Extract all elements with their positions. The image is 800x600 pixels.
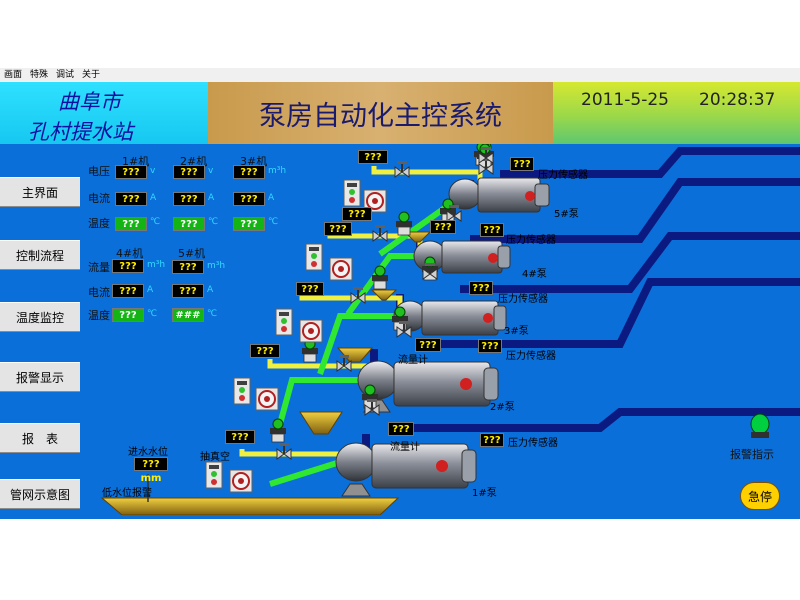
temperature-3-display: ???: [233, 217, 265, 231]
bottom-strip: [0, 515, 800, 519]
menu-item-about[interactable]: 关于: [82, 70, 101, 80]
voltage-3-display: ???: [233, 165, 265, 179]
temperature-unit: ℃: [208, 217, 219, 227]
menu-item-screen[interactable]: 画面: [4, 70, 23, 80]
station-name-panel: 曲阜市 孔村提水站: [0, 82, 208, 144]
temperature-1-display: ???: [115, 217, 147, 231]
flow-4-display: ???: [112, 259, 144, 273]
inlet-level-label: 进水水位: [128, 447, 168, 458]
date-display: 2011-5-25: [581, 90, 669, 110]
flow-5-display: ???: [172, 260, 204, 274]
current-unit: A: [268, 193, 275, 203]
temperature-unit: ℃: [147, 309, 158, 319]
pressure-5-display: ???: [510, 157, 534, 171]
label-temperature: 温度: [88, 217, 110, 230]
voltage-2-display: ???: [173, 165, 205, 179]
header-machine-1: 1#机: [122, 155, 150, 168]
process-diagram-graphics: [100, 144, 800, 515]
current-3-display: ???: [233, 192, 265, 206]
pump-4-label: 4#泵: [522, 269, 547, 280]
inlet-level-display: ??? mm: [134, 457, 168, 484]
pressure-sensor-2-label: 压力传感器: [506, 351, 556, 362]
pressure-1-display: ???: [480, 433, 504, 447]
current-5-display: ???: [172, 284, 204, 298]
current-unit: A: [150, 193, 157, 203]
pump-1-label: 1#泵: [472, 488, 497, 499]
pressure-2-display: ???: [478, 339, 502, 353]
flow-meter-4-display: ???: [430, 220, 456, 234]
current-unit: A: [207, 285, 214, 295]
flow-unit: m³h: [268, 166, 287, 176]
time-display: 20:28:37: [699, 90, 776, 110]
temperature-unit: ℃: [268, 217, 279, 227]
vacuum-label: 抽真空: [200, 452, 230, 463]
pump-3-label: 3#泵: [504, 326, 529, 337]
process-diagram: 1#机 2#机 3#机 电压 ??? v ??? v ??? m³h 电流 ??…: [80, 144, 800, 515]
vacuum-1-display: ???: [225, 430, 255, 444]
aux-display: ???: [342, 207, 372, 221]
header-machine-5: 5#机: [178, 247, 206, 260]
page-title: 泵房自动化主控系统: [208, 82, 553, 144]
station-name: 孔村提水站: [28, 120, 133, 144]
flow-meter-1-display: ???: [388, 422, 414, 436]
pump-5-label: 5#泵: [554, 209, 579, 220]
nav-control-flow-button[interactable]: 控制流程: [0, 240, 80, 270]
station-city: 曲阜市: [58, 90, 121, 114]
sidebar-nav: 主界面 控制流程 温度监控 报警显示 报 表 管网示意图: [0, 144, 80, 515]
flow-meter-label: 流量计: [390, 442, 420, 453]
alarm-indicator-label: 报警指示: [730, 448, 774, 461]
current-unit: A: [147, 285, 154, 295]
pressure-sensor-3-label: 压力传感器: [498, 294, 548, 305]
voltage-unit: v: [150, 166, 156, 176]
vacuum-4-display: ???: [324, 222, 352, 236]
current-unit: A: [208, 193, 215, 203]
nav-alarm-button[interactable]: 报警显示: [0, 362, 80, 392]
pressure-4-display: ???: [480, 223, 504, 237]
menu-item-special[interactable]: 特殊: [30, 70, 49, 80]
menu-item-debug[interactable]: 调试: [56, 70, 75, 80]
vacuum-2-display: ???: [250, 344, 280, 358]
voltage-1-display: ???: [115, 165, 147, 179]
header-machine-3: 3#机: [240, 155, 268, 168]
emergency-stop-button[interactable]: 急停: [740, 482, 780, 510]
header-machine-4: 4#机: [116, 247, 144, 260]
current-4-display: ???: [112, 284, 144, 298]
menu-bar: 画面特殊调试关于: [0, 68, 800, 82]
pressure-sensor-5-label: 压力传感器: [538, 170, 588, 181]
pressure-sensor-1-label: 压力传感器: [508, 438, 558, 449]
temperature-4-display: ???: [112, 308, 144, 322]
pressure-sensor-4-label: 压力传感器: [506, 235, 556, 246]
vacuum-5-display: ???: [358, 150, 388, 164]
flow-meter-2-display: ???: [415, 338, 441, 352]
clock-panel: 2011-5-25 20:28:37: [553, 82, 800, 144]
nav-main-button[interactable]: 主界面: [0, 177, 80, 207]
voltage-unit: v: [208, 166, 214, 176]
label-current: 电流: [88, 286, 110, 299]
label-flow: 流量: [88, 261, 110, 274]
nav-temperature-button[interactable]: 温度监控: [0, 302, 80, 332]
flow-unit: m³h: [207, 261, 226, 271]
label-voltage: 电压: [88, 165, 110, 178]
current-1-display: ???: [115, 192, 147, 206]
flow-meter-label: 流量计: [398, 355, 428, 366]
temperature-5-display: ###: [172, 308, 204, 322]
current-2-display: ???: [173, 192, 205, 206]
header-machine-2: 2#机: [180, 155, 208, 168]
nav-report-button[interactable]: 报 表: [0, 423, 80, 453]
temperature-unit: ℃: [150, 217, 161, 227]
temperature-unit: ℃: [207, 309, 218, 319]
low-level-alarm-label: 低水位报警: [102, 488, 152, 499]
flow-unit: m³h: [147, 260, 166, 270]
pressure-3-display: ???: [469, 281, 493, 295]
nav-pipe-network-button[interactable]: 管网示意图: [0, 479, 80, 509]
vacuum-3-display: ???: [296, 282, 324, 296]
pump-2-label: 2#泵: [490, 402, 515, 413]
label-temperature: 温度: [88, 309, 110, 322]
label-current: 电流: [88, 192, 110, 205]
temperature-2-display: ???: [173, 217, 205, 231]
